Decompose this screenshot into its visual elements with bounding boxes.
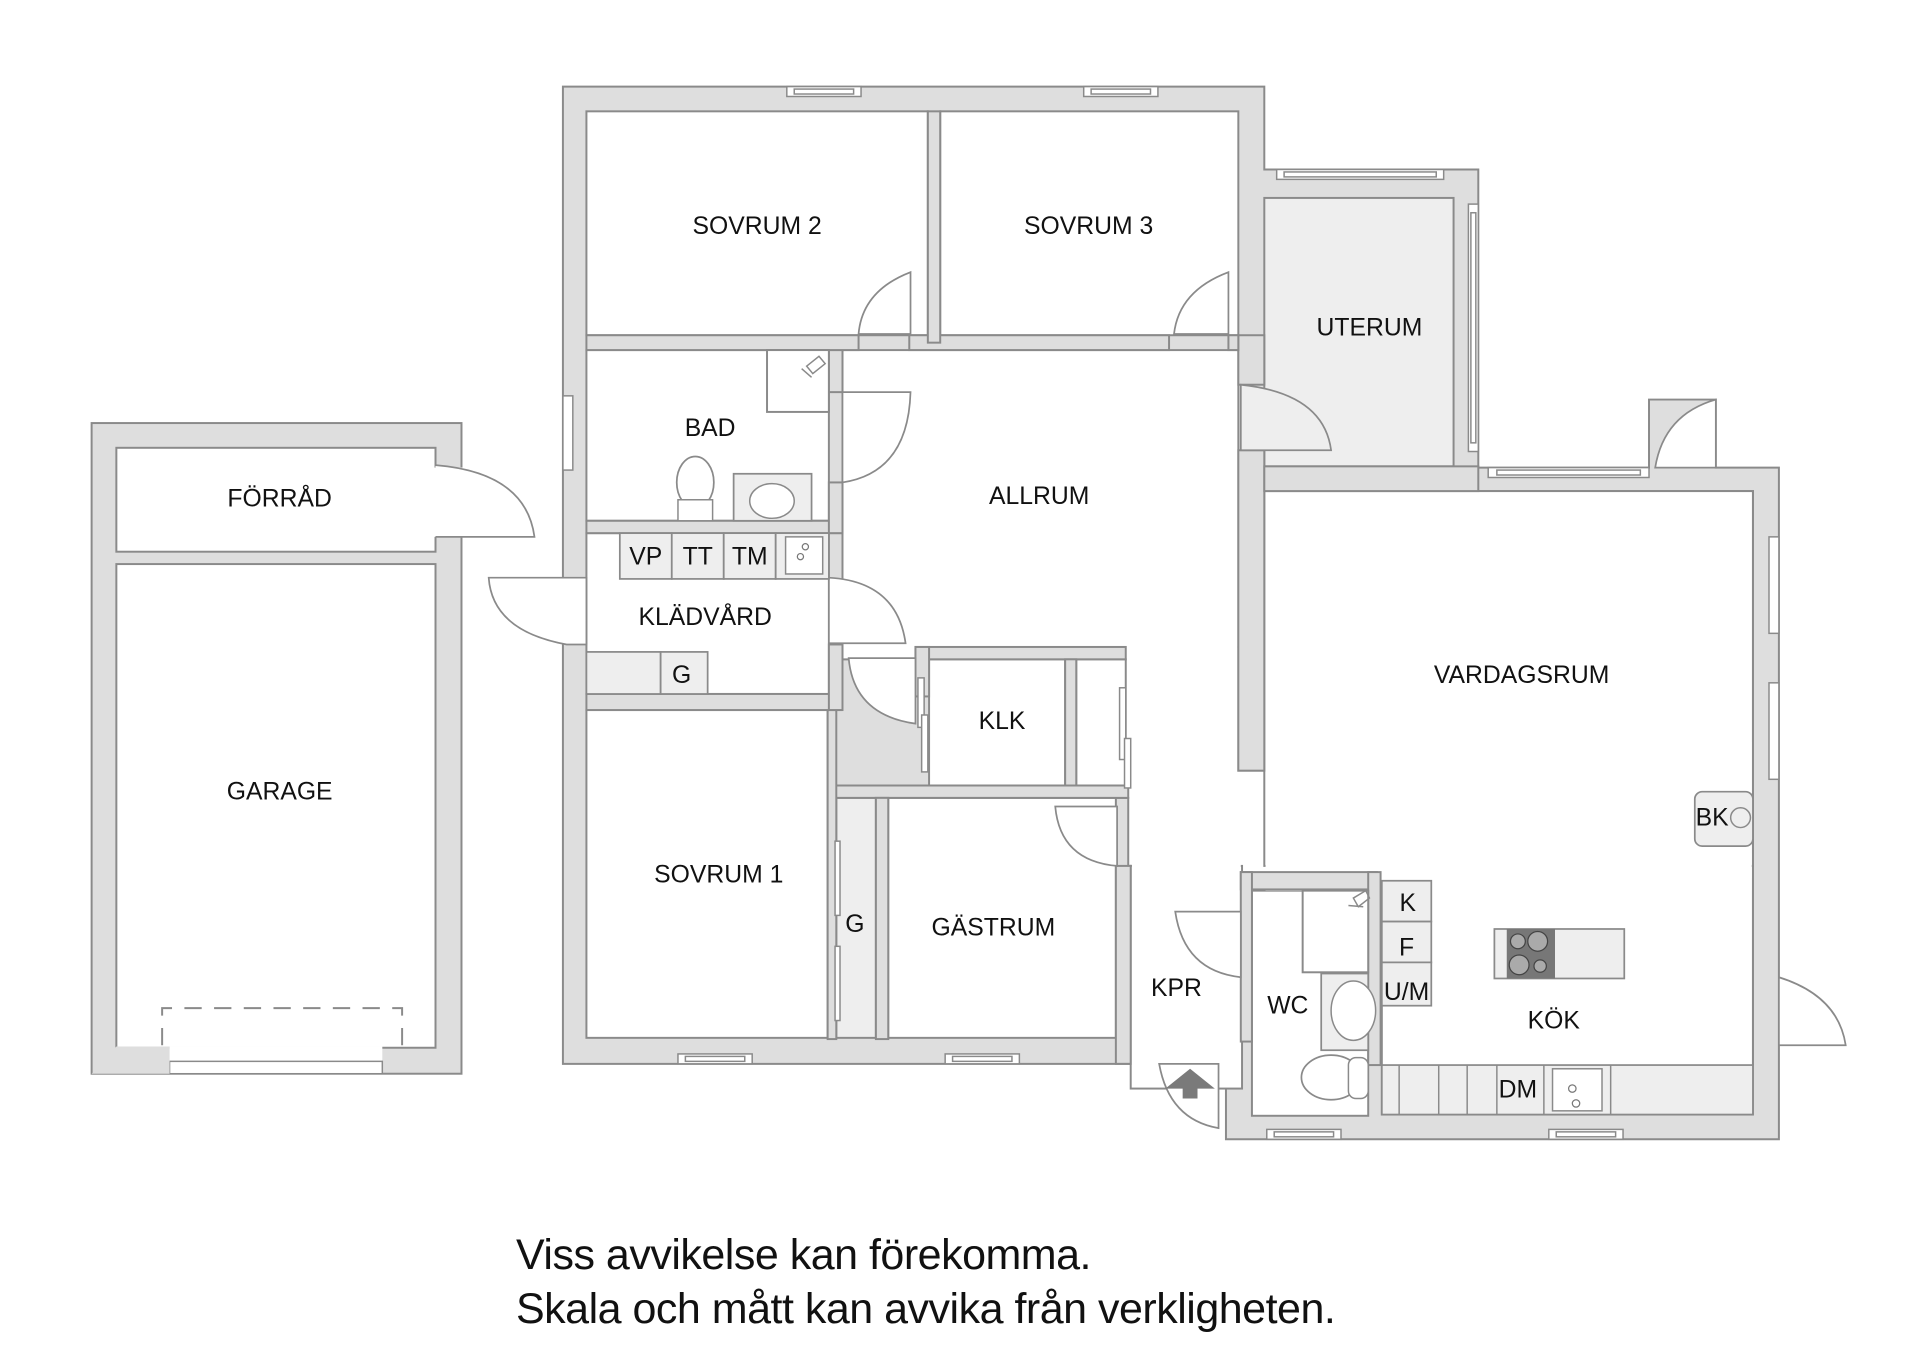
label-g-kladvard: G	[672, 662, 691, 689]
kok-exterior-door[interactable]	[1778, 976, 1847, 1047]
bad-door[interactable]	[841, 391, 912, 484]
room-floors	[585, 110, 1754, 1117]
chimney-icon	[1729, 807, 1752, 829]
label-kladvard: KLÄDVÅRD	[639, 603, 772, 631]
label-sovrum3: SOVRUM 3	[1024, 213, 1153, 240]
shower-head-icon	[801, 355, 827, 378]
unit-um	[1380, 961, 1433, 1007]
room-kpr	[1129, 864, 1244, 1090]
label-uterum: UTERUM	[1317, 315, 1423, 342]
sink-icon	[1330, 980, 1377, 1042]
label-vp: VP	[629, 543, 662, 570]
label-sovrum1: SOVRUM 1	[654, 861, 783, 888]
label-klk: KLK	[979, 708, 1026, 735]
label-kok: KÖK	[1528, 1007, 1581, 1034]
label-forrad: FÖRRÅD	[227, 484, 331, 512]
uterum-door[interactable]	[1239, 383, 1333, 452]
label-sovrum2: SOVRUM 2	[693, 213, 822, 240]
room-garage	[115, 563, 437, 1049]
sovrum2-door[interactable]	[857, 270, 912, 335]
fixtures	[585, 349, 1754, 1116]
kladvard-door[interactable]	[828, 576, 907, 645]
kitchen-sink-icon	[1551, 1068, 1603, 1112]
wc-door[interactable]	[1174, 910, 1242, 979]
gastrum-door[interactable]	[1054, 805, 1118, 867]
disclaimer-line2: Skala och mått kan avvika från verklighe…	[516, 1285, 1336, 1333]
label-gastrum: GÄSTRUM	[932, 915, 1056, 942]
label-allrum: ALLRUM	[989, 483, 1089, 510]
kladvard-exterior-door[interactable]	[487, 576, 588, 646]
forrad-door[interactable]	[435, 464, 536, 538]
label-dm: DM	[1499, 1077, 1537, 1104]
wc-shower	[1301, 889, 1370, 974]
label-tt: TT	[683, 543, 713, 570]
wardrobe-g-kladvard	[659, 651, 709, 695]
unit-f	[1380, 920, 1433, 964]
room-sovrum1	[585, 709, 829, 1039]
label-f: F	[1399, 934, 1414, 961]
windows	[562, 85, 1780, 1141]
label-wc: WC	[1267, 992, 1308, 1019]
label-k: K	[1400, 890, 1417, 917]
label-bad: BAD	[685, 415, 736, 442]
shower-head-icon	[1348, 889, 1371, 908]
vardagsrum-terrace-door[interactable]	[1654, 398, 1717, 469]
cabinet-tm	[722, 532, 777, 580]
label-kpr: KPR	[1151, 975, 1202, 1002]
cabinet-tt	[670, 532, 725, 580]
sink-icon	[748, 482, 795, 520]
room-forrad	[115, 446, 437, 553]
room-labels: SOVRUM 2 SOVRUM 3 UTERUM BAD ALLRUM FÖRR…	[227, 213, 1729, 1103]
label-vardagsrum: VARDAGSRUM	[1434, 662, 1609, 689]
entrance-arrow-icon	[1165, 1068, 1215, 1099]
disclaimer: Viss avvikelse kan förekomma. Skala och …	[516, 1228, 1336, 1336]
disclaimer-line1: Viss avvikelse kan förekomma.	[516, 1231, 1092, 1279]
label-um: U/M	[1384, 979, 1429, 1006]
garage-door-swing	[161, 1007, 404, 1046]
label-tm: TM	[732, 543, 768, 570]
label-garage: GARAGE	[227, 778, 333, 805]
sovrum3-door[interactable]	[1173, 270, 1230, 335]
sink-icon	[784, 536, 824, 575]
shower	[766, 349, 830, 413]
interior-walls	[585, 110, 1754, 1067]
sovrum1-door[interactable]	[847, 657, 917, 725]
label-bk: BK	[1696, 804, 1729, 831]
label-g-sovrum1: G	[845, 911, 864, 938]
garage-building	[90, 422, 536, 1075]
